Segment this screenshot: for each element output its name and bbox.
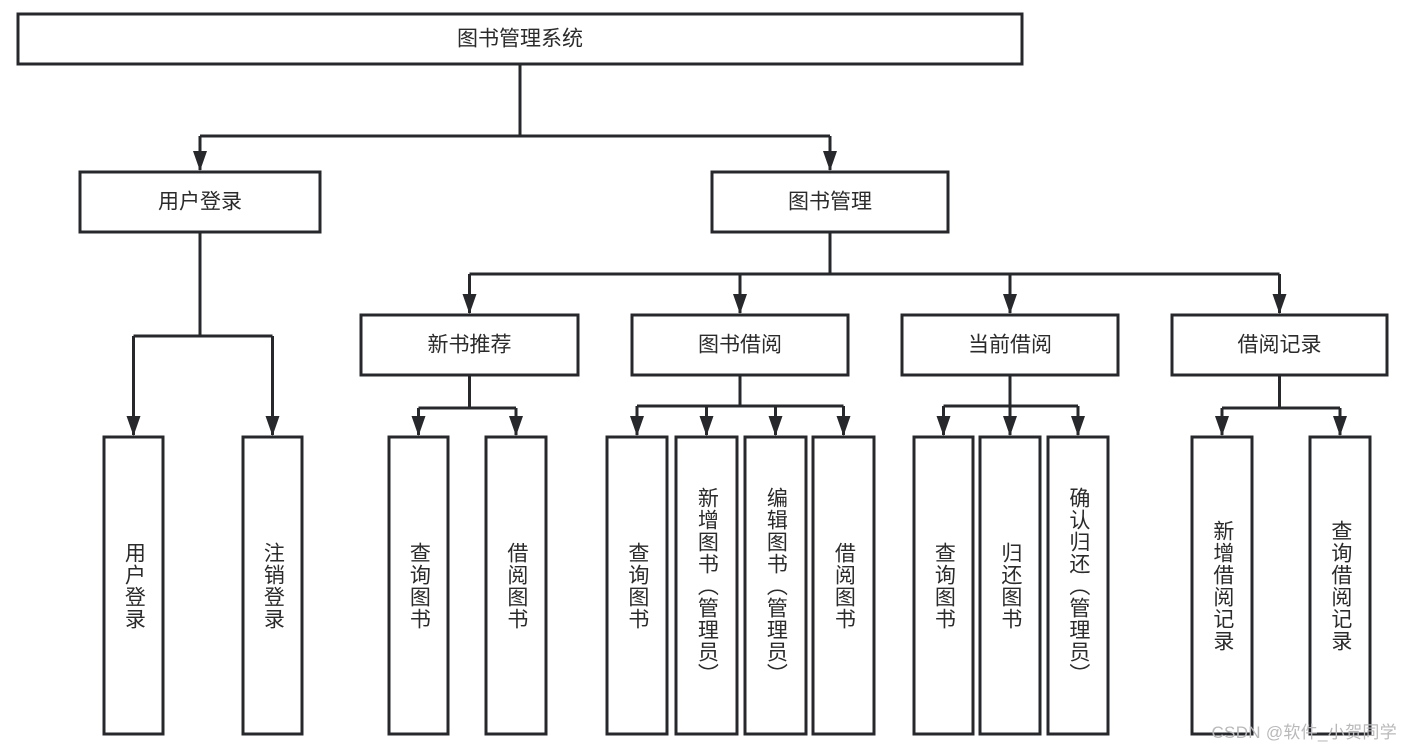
- record-children-arrow-1: [1333, 416, 1347, 436]
- leaf-box-1[interactable]: [241, 435, 304, 736]
- borrow-children-arrow-2: [768, 416, 783, 436]
- level1-label-0: 用户登录: [158, 191, 242, 214]
- book-mgmt-children-arrow-0: [462, 294, 477, 314]
- leaf-box-5[interactable]: [674, 435, 739, 736]
- root-label-0: 图书管理系统: [457, 28, 583, 51]
- user-login-children-arrow-0: [126, 416, 141, 436]
- watermark-text: CSDN @软件_小贺同学: [1211, 723, 1397, 742]
- leaf-box-2[interactable]: [387, 435, 450, 736]
- level2-label-1: 图书借阅: [698, 334, 782, 357]
- user-login-children-arrow-1: [265, 416, 280, 436]
- leaf-box-7[interactable]: [811, 435, 876, 736]
- level1-box-0[interactable]: [78, 170, 322, 234]
- leaf-box-11[interactable]: [1190, 435, 1254, 736]
- level2-label-3: 借阅记录: [1238, 334, 1322, 357]
- record-children-arrow-0: [1215, 416, 1229, 436]
- root-to-level1-arrow-0: [193, 151, 207, 171]
- level1-box-1[interactable]: [710, 170, 950, 234]
- leaf-box-3[interactable]: [484, 435, 548, 736]
- level1-label-1: 图书管理: [788, 191, 872, 214]
- leaf-box-0[interactable]: [102, 435, 165, 736]
- leaf-box-8[interactable]: [912, 435, 975, 736]
- root-to-level1-arrow-1: [823, 151, 837, 171]
- leaf-box-12[interactable]: [1308, 435, 1372, 736]
- new-book-children-arrow-1: [509, 416, 523, 436]
- book-mgmt-children-arrow-2: [1003, 294, 1017, 314]
- current-children-arrow-1: [1003, 416, 1017, 436]
- borrow-children-arrow-1: [699, 416, 714, 436]
- level2-box-0[interactable]: [359, 313, 580, 377]
- leaf-box-4[interactable]: [605, 435, 669, 736]
- leaf-box-10[interactable]: [1046, 435, 1110, 736]
- level2-label-0: 新书推荐: [428, 334, 512, 357]
- level2-box-2[interactable]: [900, 313, 1120, 377]
- level2-box-3[interactable]: [1170, 313, 1389, 377]
- connector-edges: [126, 64, 1347, 436]
- level2-label-2: 当前借阅: [968, 334, 1052, 357]
- borrow-children-arrow-3: [836, 416, 851, 436]
- leaf-box-9[interactable]: [978, 435, 1042, 736]
- new-book-children-arrow-0: [411, 416, 426, 436]
- current-children-arrow-2: [1071, 416, 1085, 436]
- book-mgmt-children-arrow-3: [1272, 294, 1287, 314]
- level2-box-1[interactable]: [630, 313, 850, 377]
- borrow-children-arrow-0: [630, 416, 644, 436]
- root-box-0[interactable]: [16, 12, 1024, 66]
- book-mgmt-children-arrow-1: [733, 294, 747, 314]
- leaf-box-6[interactable]: [743, 435, 808, 736]
- current-children-arrow-0: [936, 416, 951, 436]
